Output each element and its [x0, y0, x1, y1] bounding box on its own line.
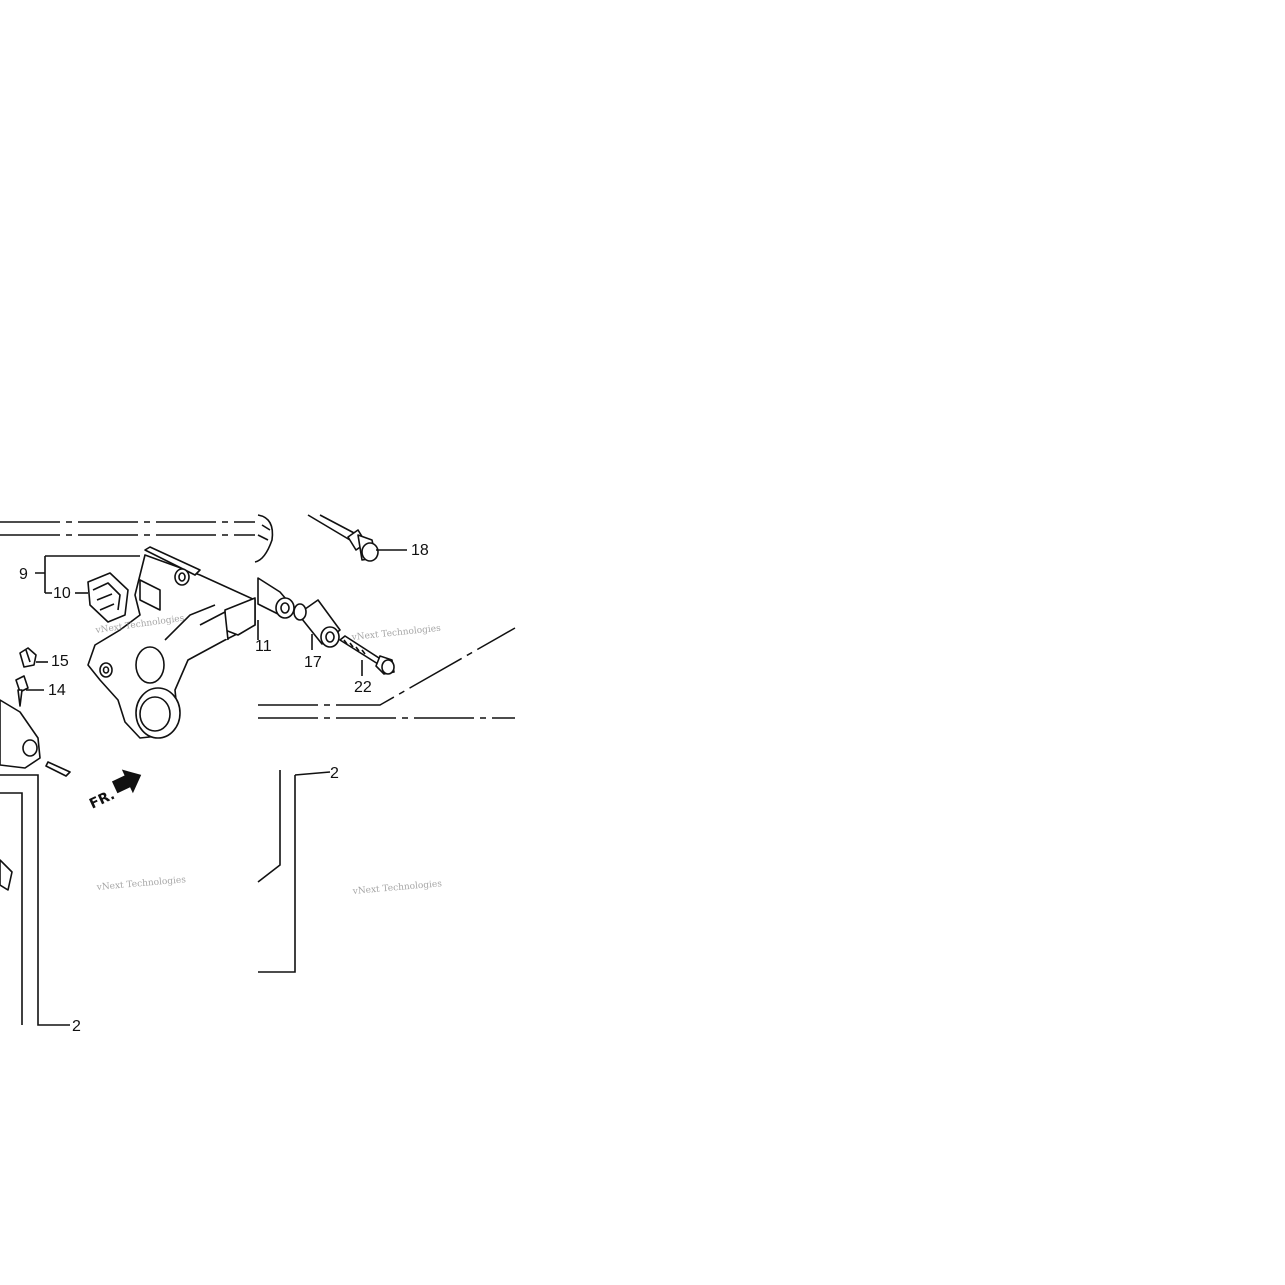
watermark-2: vNext Technologies	[350, 624, 441, 643]
hose-guide-fragment	[254, 514, 274, 563]
watermark-3: vNext Technologies	[95, 875, 186, 893]
slide-pin-boot	[257, 577, 295, 619]
callout-2-right: 2	[330, 765, 339, 782]
callout-17: 17	[304, 654, 322, 671]
callout-22: 22	[354, 679, 372, 696]
panel-frame-lines	[0, 521, 516, 1026]
bleeder-cap	[19, 647, 37, 668]
leader-lines	[26, 549, 407, 691]
callout-14: 14	[48, 682, 66, 699]
callout-18: 18	[411, 542, 429, 559]
caliper-bracket	[87, 546, 256, 739]
flange-bolt	[339, 635, 395, 675]
watermark-4: vNext Technologies	[351, 879, 442, 897]
callout-15: 15	[51, 653, 69, 670]
callout-9: 9	[19, 566, 28, 583]
callout-11: 11	[255, 638, 272, 655]
front-arrow-icon	[111, 769, 142, 794]
front-direction-marker: FR.	[87, 769, 142, 812]
front-label: FR.	[87, 787, 117, 812]
collar	[293, 599, 341, 648]
caliper-body-fragment	[0, 699, 71, 891]
brake-pipe-fitting	[307, 514, 379, 562]
callout-2-bottom: 2	[72, 1018, 81, 1035]
callout-10: 10	[53, 585, 71, 602]
bleeder-screw	[15, 675, 29, 707]
pad-spring-clip	[87, 572, 129, 623]
